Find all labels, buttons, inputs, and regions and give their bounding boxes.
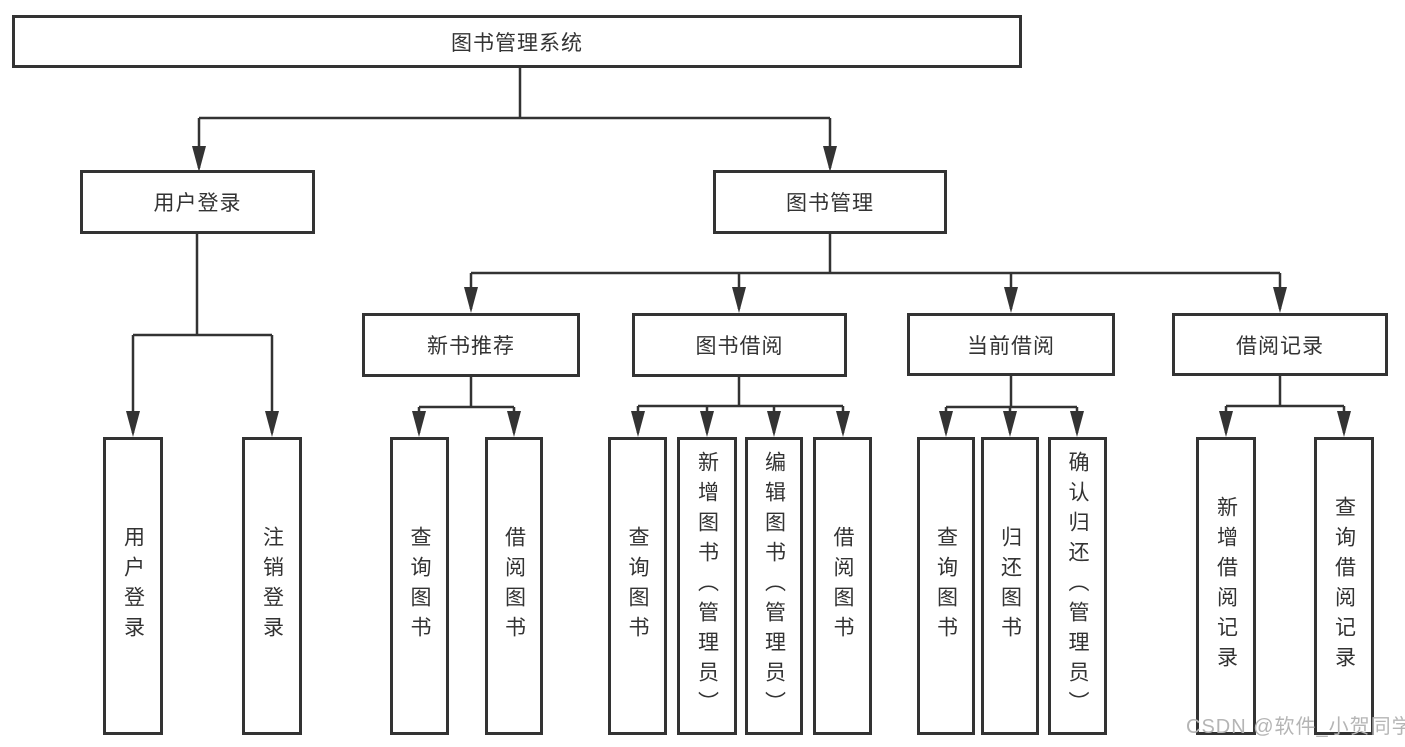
leaf-logout: 注销登录 <box>242 437 302 735</box>
leaf-borrow-query-books: 查询图书 <box>608 437 667 735</box>
node-label: 借阅图书 <box>831 526 854 646</box>
node-label: 注销登录 <box>260 526 284 646</box>
leaf-newrec-query-books: 查询图书 <box>390 437 449 735</box>
leaf-user-login: 用户登录 <box>103 437 163 735</box>
node-label: 查询借阅记录 <box>1332 496 1356 676</box>
node-label: 新增借阅记录 <box>1214 496 1238 676</box>
node-label: 图书管理系统 <box>451 31 583 55</box>
watermark-text: CSDN @软件_小贺同学 <box>1186 716 1405 738</box>
node-label: 查询图书 <box>408 526 431 646</box>
node-label: 借阅图书 <box>502 526 526 646</box>
node-label: 新增图书（管理员） <box>695 451 719 721</box>
leaf-borrow-edit-books-admin: 编辑图书（管理员） <box>745 437 803 735</box>
leaf-records-add-borrow-record: 新增借阅记录 <box>1196 437 1256 735</box>
node-label: 当前借阅 <box>967 334 1055 358</box>
leaf-current-confirm-return-admin: 确认归还（管理员） <box>1048 437 1107 735</box>
leaf-current-query-books: 查询图书 <box>917 437 975 735</box>
node-book-borrow: 图书借阅 <box>632 313 847 377</box>
node-label: 确认归还（管理员） <box>1066 451 1089 721</box>
node-borrow-records: 借阅记录 <box>1172 313 1388 376</box>
node-label: 借阅记录 <box>1236 334 1324 358</box>
node-label: 查询图书 <box>626 526 649 646</box>
leaf-borrow-add-books-admin: 新增图书（管理员） <box>677 437 737 735</box>
node-label: 编辑图书（管理员） <box>762 451 786 721</box>
node-label: 用户登录 <box>153 192 242 215</box>
node-label: 查询图书 <box>934 526 958 646</box>
node-book-management: 图书管理 <box>713 170 947 234</box>
node-label: 新书推荐 <box>427 335 515 358</box>
node-current-borrow: 当前借阅 <box>907 313 1115 376</box>
node-label: 用户登录 <box>121 526 145 646</box>
node-label: 图书借阅 <box>695 335 784 358</box>
node-user-login: 用户登录 <box>80 170 315 234</box>
node-new-book-recommend: 新书推荐 <box>362 313 580 377</box>
node-library-management-system: 图书管理系统 <box>12 15 1022 68</box>
leaf-borrow-borrow-books: 借阅图书 <box>813 437 872 735</box>
node-label: 归还图书 <box>998 526 1022 646</box>
leaf-records-query-borrow-record: 查询借阅记录 <box>1314 437 1374 735</box>
node-label: 图书管理 <box>786 192 874 215</box>
leaf-newrec-borrow-books: 借阅图书 <box>485 437 543 735</box>
leaf-current-return-books: 归还图书 <box>981 437 1039 735</box>
